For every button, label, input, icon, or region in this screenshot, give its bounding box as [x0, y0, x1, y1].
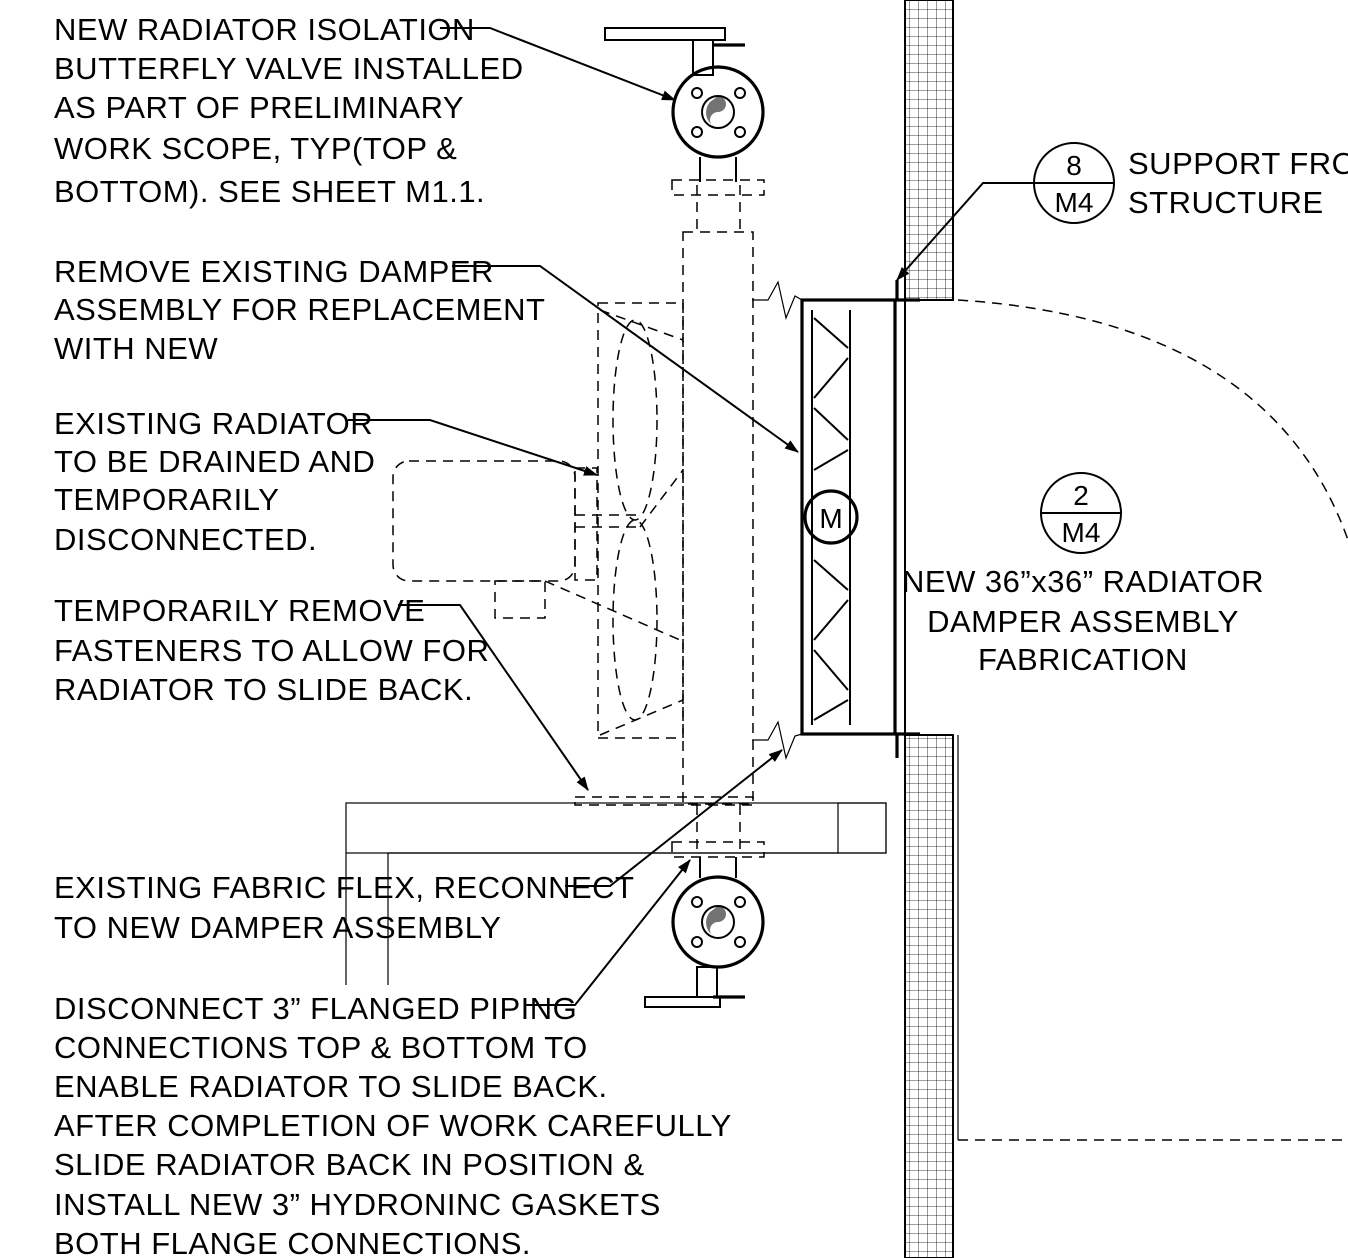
svg-text:WORK SCOPE, TYP(TOP &: WORK SCOPE, TYP(TOP &: [54, 131, 457, 166]
svg-text:AS PART OF PRELIMINARY: AS PART OF PRELIMINARY: [54, 90, 464, 125]
damper-tag-sheet: M4: [1062, 517, 1101, 548]
note-existing-radiator: EXISTING RADIATOR TO BE DRAINED AND TEMP…: [54, 406, 375, 557]
note-remove-damper: REMOVE EXISTING DAMPER ASSEMBLY FOR REPL…: [54, 254, 545, 366]
door-swing-outline: [957, 299, 1348, 1141]
svg-text:ENABLE RADIATOR TO SLIDE BACK.: ENABLE RADIATOR TO SLIDE BACK.: [54, 1069, 608, 1104]
support-tag-sheet: M4: [1055, 187, 1094, 218]
note-fabric-flex: EXISTING FABRIC FLEX, RECONNECT TO NEW D…: [54, 870, 634, 945]
note-disconnect-piping: DISCONNECT 3” FLANGED PIPING CONNECTIONS…: [54, 991, 732, 1258]
svg-text:CONNECTIONS TOP & BOTTOM TO: CONNECTIONS TOP & BOTTOM TO: [54, 1030, 588, 1065]
damper-blades: [813, 317, 849, 721]
svg-text:DISCONNECT 3” FLANGED PIPING: DISCONNECT 3” FLANGED PIPING: [54, 991, 577, 1026]
svg-text:BOTH FLANGE CONNECTIONS.: BOTH FLANGE CONNECTIONS.: [54, 1226, 531, 1258]
svg-text:EXISTING RADIATOR: EXISTING RADIATOR: [54, 406, 373, 441]
svg-text:REMOVE EXISTING DAMPER: REMOVE EXISTING DAMPER: [54, 254, 494, 289]
wall: [904, 0, 959, 1258]
new-damper-assembly: M: [752, 280, 920, 761]
svg-text:SLIDE RADIATOR BACK IN POSITIO: SLIDE RADIATOR BACK IN POSITION &: [54, 1147, 645, 1182]
svg-text:FABRICATION: FABRICATION: [978, 642, 1188, 677]
svg-text:TO BE DRAINED AND: TO BE DRAINED AND: [54, 444, 375, 479]
leader-lines: [348, 27, 1035, 1006]
svg-text:NEW RADIATOR ISOLATION: NEW RADIATOR ISOLATION: [54, 12, 475, 47]
support-base: [345, 802, 887, 985]
butterfly-valve-bottom: [644, 857, 765, 1008]
svg-text:INSTALL NEW 3” HYDRONINC GASKE: INSTALL NEW 3” HYDRONINC GASKETS: [54, 1187, 661, 1222]
svg-text:DISCONNECTED.: DISCONNECTED.: [54, 522, 317, 557]
svg-text:RADIATOR TO SLIDE BACK.: RADIATOR TO SLIDE BACK.: [54, 672, 473, 707]
svg-text:BUTTERFLY VALVE INSTALLED: BUTTERFLY VALVE INSTALLED: [54, 51, 524, 86]
svg-text:TO NEW DAMPER ASSEMBLY: TO NEW DAMPER ASSEMBLY: [54, 910, 501, 945]
svg-text:AFTER COMPLETION OF WORK CAREF: AFTER COMPLETION OF WORK CAREFULLY: [54, 1108, 732, 1143]
svg-text:BOTTOM). SEE SHEET M1.1.: BOTTOM). SEE SHEET M1.1.: [54, 174, 485, 209]
svg-text:EXISTING FABRIC FLEX, RECONNEC: EXISTING FABRIC FLEX, RECONNECT: [54, 870, 634, 905]
svg-text:NEW 36”x36” RADIATOR: NEW 36”x36” RADIATOR: [902, 564, 1264, 599]
note-new-damper: NEW 36”x36” RADIATOR DAMPER ASSEMBLY FAB…: [902, 564, 1264, 677]
detail-tag-damper[interactable]: 2 M4: [1040, 472, 1122, 554]
detail-tag-support[interactable]: 8 M4: [1033, 142, 1115, 224]
svg-text:FASTENERS TO ALLOW FOR: FASTENERS TO ALLOW FOR: [54, 633, 489, 668]
svg-text:WITH NEW: WITH NEW: [54, 331, 218, 366]
svg-text:DAMPER ASSEMBLY: DAMPER ASSEMBLY: [927, 604, 1239, 639]
note-fasteners: TEMPORARILY REMOVE FASTENERS TO ALLOW FO…: [54, 593, 489, 707]
svg-text:ASSEMBLY FOR REPLACEMENT: ASSEMBLY FOR REPLACEMENT: [54, 292, 545, 327]
butterfly-valve-top: [604, 27, 765, 182]
note-support: SUPPORT FROM STRUCTURE: [1128, 146, 1348, 220]
motor-symbol: M: [819, 503, 842, 534]
existing-radiator: [392, 179, 765, 858]
svg-text:TEMPORARILY REMOVE: TEMPORARILY REMOVE: [54, 593, 425, 628]
support-tag-number: 8: [1066, 150, 1082, 181]
damper-tag-number: 2: [1073, 480, 1089, 511]
svg-text:TEMPORARILY: TEMPORARILY: [54, 482, 279, 517]
svg-text:STRUCTURE: STRUCTURE: [1128, 185, 1324, 220]
svg-text:SUPPORT FROM: SUPPORT FROM: [1128, 146, 1348, 181]
motor-operator-circle: [803, 489, 859, 545]
note-butterfly-valve: NEW RADIATOR ISOLATION BUTTERFLY VALVE I…: [54, 12, 524, 209]
